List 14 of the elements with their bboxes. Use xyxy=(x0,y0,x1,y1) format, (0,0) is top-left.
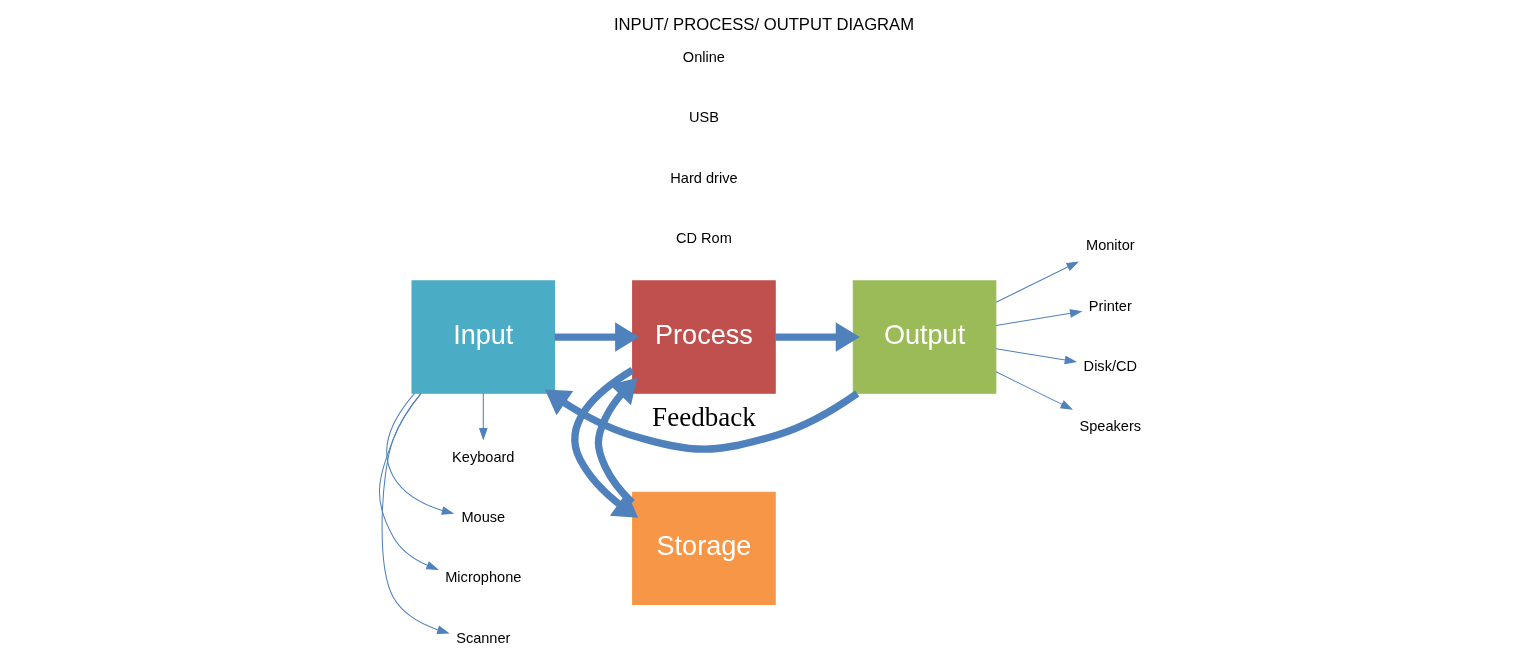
node-text: Microphone xyxy=(444,569,521,586)
node-text: Keyboard xyxy=(451,448,514,465)
node-text: Printer xyxy=(1088,297,1132,314)
label: Hard drive xyxy=(669,169,738,186)
edge-label: Feedback xyxy=(651,402,756,433)
node-text: Monitor xyxy=(1085,237,1135,254)
node-text: Speakers xyxy=(1079,418,1141,435)
label: Online xyxy=(682,49,725,66)
node-text: Disk/CD xyxy=(1083,358,1137,375)
diagram-title: INPUT/ PROCESS/ OUTPUT DIAGRAM xyxy=(613,14,914,34)
node-text: Mouse xyxy=(460,509,505,526)
label: USB xyxy=(688,109,719,126)
label: CD Rom xyxy=(675,230,732,247)
node-text: Scanner xyxy=(455,629,510,646)
